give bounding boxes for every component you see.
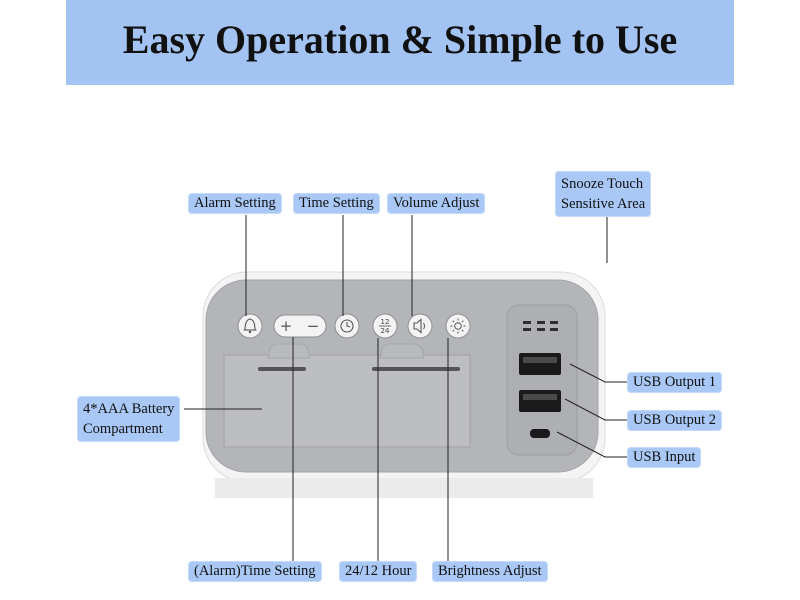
label-snooze-line1: Snooze Touch — [561, 176, 644, 192]
leader-lines — [184, 212, 627, 561]
battery-tab-left — [267, 343, 311, 359]
hour-bottom-label: 24 — [381, 327, 390, 335]
plus-minus-button[interactable]: + − — [273, 314, 327, 338]
label-battery-line2: Compartment — [83, 421, 163, 437]
label-usb-output-2: USB Output 2 — [633, 412, 716, 428]
usb-port-1[interactable] — [519, 353, 561, 375]
port-panel — [506, 304, 578, 456]
battery-tab-right — [379, 343, 425, 359]
label-brightness-adjust: Brightness Adjust — [438, 563, 542, 579]
time-button[interactable] — [334, 313, 360, 339]
callout-battery: 4*AAA Battery Compartment — [77, 396, 181, 442]
micro-usb-port[interactable] — [530, 429, 550, 438]
minus-label: − — [307, 317, 320, 335]
callout-time-setting: Time Setting — [293, 193, 380, 214]
label-volume-adjust: Volume Adjust — [393, 195, 480, 211]
sun-icon — [450, 318, 466, 334]
label-snooze-line2: Sensitive Area — [561, 196, 646, 212]
hour-format-button[interactable]: 12 24 — [372, 313, 398, 339]
callout-usb-output-1: USB Output 1 — [627, 372, 722, 393]
alarm-button[interactable] — [237, 313, 263, 339]
callout-brightness-adjust: Brightness Adjust — [432, 561, 548, 582]
title-banner: Easy Operation & Simple to Use — [66, 0, 734, 85]
cover-slot-left — [258, 367, 306, 371]
hour-top-label: 12 — [381, 318, 390, 326]
brightness-button[interactable] — [445, 313, 471, 339]
callout-usb-input: USB Input — [627, 447, 702, 468]
callout-usb-output-2: USB Output 2 — [627, 410, 722, 431]
callout-alarm-time-setting: (Alarm)Time Setting — [188, 561, 322, 582]
label-alarm-time-setting: (Alarm)Time Setting — [194, 563, 316, 579]
cover-slot-right — [372, 367, 460, 371]
usb-port-2[interactable] — [519, 390, 561, 412]
speaker-grille-icon — [523, 321, 558, 331]
plus-label: + — [280, 317, 293, 335]
label-usb-output-1: USB Output 1 — [633, 374, 716, 390]
bell-icon — [243, 318, 257, 334]
label-usb-input: USB Input — [633, 449, 696, 465]
leader-usb-input — [556, 431, 627, 458]
label-hour-format: 24/12 Hour — [345, 563, 412, 579]
leader-usb-output-1 — [569, 363, 627, 383]
callout-snooze: Snooze Touch Sensitive Area — [555, 171, 652, 217]
label-battery-line1: 4*AAA Battery — [83, 401, 175, 417]
callout-volume-adjust: Volume Adjust — [387, 193, 486, 214]
page-title: Easy Operation & Simple to Use — [122, 17, 678, 62]
callout-hour-format: 24/12 Hour — [339, 561, 418, 582]
leader-usb-output-2 — [564, 398, 627, 421]
label-alarm-setting: Alarm Setting — [194, 195, 276, 211]
device-base — [215, 478, 593, 498]
clock-icon — [340, 319, 354, 333]
speaker-icon — [413, 318, 425, 334]
volume-button[interactable] — [407, 313, 433, 339]
callout-alarm-setting: Alarm Setting — [188, 193, 282, 214]
label-time-setting: Time Setting — [299, 195, 374, 211]
